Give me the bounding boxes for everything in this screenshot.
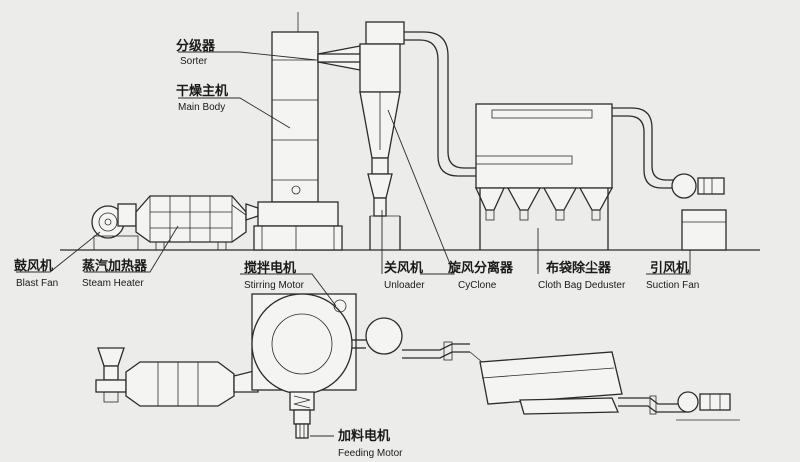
label-main-body: 干燥主机 Main Body xyxy=(176,83,228,113)
cloth-bag-deduster xyxy=(474,103,614,250)
svg-text:布袋除尘器: 布袋除尘器 xyxy=(546,260,612,276)
svg-text:干燥主机: 干燥主机 xyxy=(176,83,228,99)
plan-duct-2 xyxy=(618,395,690,415)
leader-stirring-motor xyxy=(240,273,337,307)
svg-text:Main Body: Main Body xyxy=(178,102,225,113)
svg-text:Suction Fan: Suction Fan xyxy=(646,280,699,291)
steam-heater xyxy=(135,195,259,251)
svg-text:鼓风机: 鼓风机 xyxy=(14,258,53,274)
cyclone xyxy=(359,21,405,250)
svg-text:CyClone: CyClone xyxy=(458,280,497,291)
svg-text:Steam Heater: Steam Heater xyxy=(82,278,144,289)
svg-text:搅拌电机: 搅拌电机 xyxy=(244,260,296,276)
main-body-tower xyxy=(253,12,343,251)
svg-text:关风机: 关风机 xyxy=(384,260,423,276)
label-blast-fan: 鼓风机 Blast Fan xyxy=(14,258,58,289)
svg-text:加料电机: 加料电机 xyxy=(337,428,390,444)
main-body-plan xyxy=(251,293,357,402)
label-steam-heater: 蒸汽加热器 Steam Heater xyxy=(82,258,148,289)
label-stirring-motor: 搅拌电机 Stirring Motor xyxy=(244,260,305,291)
suction-fan-plan xyxy=(676,391,740,421)
deduster-to-fan-duct xyxy=(612,107,676,189)
label-cyclone: 旋风分离器 CyClone xyxy=(447,260,514,291)
label-bag-deduster: 布袋除尘器 Cloth Bag Deduster xyxy=(538,260,626,291)
plan-duct-1 xyxy=(402,341,470,361)
label-feeding-motor: 加料电机 Feeding Motor xyxy=(337,428,403,459)
leader-suction-fan xyxy=(646,250,691,275)
svg-text:Feeding Motor: Feeding Motor xyxy=(338,448,403,459)
sorter xyxy=(317,45,361,71)
blast-fan xyxy=(91,203,139,251)
cyclone-to-deduster-duct xyxy=(404,31,476,177)
leader-sorter xyxy=(178,51,317,61)
svg-text:蒸汽加热器: 蒸汽加热器 xyxy=(82,258,148,274)
svg-text:Blast Fan: Blast Fan xyxy=(16,278,58,289)
leader-main-body xyxy=(178,97,291,129)
label-unloader: 关风机 Unloader xyxy=(384,260,425,291)
suction-fan xyxy=(671,173,727,251)
svg-text:Unloader: Unloader xyxy=(384,280,425,291)
svg-text:Sorter: Sorter xyxy=(180,56,208,67)
leader-cyclone xyxy=(387,109,455,275)
svg-text:分级器: 分级器 xyxy=(176,38,216,54)
feeding-motor xyxy=(289,391,315,439)
svg-text:Stirring Motor: Stirring Motor xyxy=(244,280,305,291)
svg-text:Cloth Bag Deduster: Cloth Bag Deduster xyxy=(538,280,626,291)
cyclone-plan xyxy=(352,317,403,355)
deduster-plan xyxy=(469,351,623,415)
svg-text:引风机: 引风机 xyxy=(650,260,689,276)
svg-text:旋风分离器: 旋风分离器 xyxy=(447,260,514,276)
label-sorter: 分级器 Sorter xyxy=(176,38,216,67)
leader-steam-heater xyxy=(84,225,179,273)
label-suction-fan: 引风机 Suction Fan xyxy=(646,260,699,291)
feed-hopper xyxy=(95,347,127,403)
leader-blast-fan xyxy=(16,231,101,273)
steam-heater-plan xyxy=(125,361,259,407)
